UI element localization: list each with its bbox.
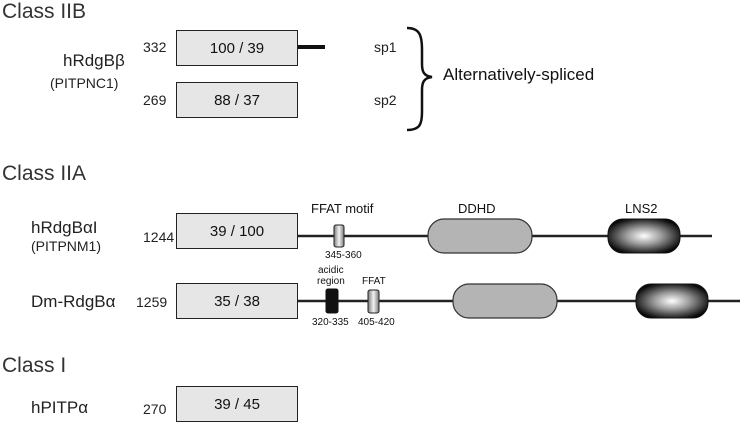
hrdgb-alpha-alias: (PITPNM1) — [31, 238, 101, 254]
class-iib-heading: Class IIB — [2, 0, 87, 23]
sp2-label: sp2 — [374, 92, 397, 108]
dm-rdgb-alpha-lns2-domain — [635, 283, 709, 319]
sp1-identity: 100 / 39 — [209, 39, 265, 57]
hrdgb-alpha-lns2-label: LNS2 — [625, 201, 658, 216]
hrdgb-beta-alias: (PITPNC1) — [50, 75, 119, 91]
dm-rdgb-alpha-identity: 35 / 38 — [214, 292, 260, 310]
sp1-label: sp1 — [374, 39, 397, 55]
class-iia-heading: Class IIA — [2, 162, 87, 185]
hpitp-alpha-identity: 39 / 45 — [214, 395, 260, 413]
hrdgb-alpha-ffat-label: FFAT motif — [311, 201, 374, 216]
dm-rdgb-alpha-acidic-range: 320-335 — [312, 317, 349, 328]
hrdgb-alpha-pitp-domain: 39 / 100 — [176, 213, 298, 249]
sp1-pitp-domain: 100 / 39 — [176, 30, 298, 66]
dm-rdgb-alpha-acidic-label-1: acidic — [318, 265, 344, 276]
dm-rdgb-alpha-ddhd-domain — [452, 283, 558, 319]
dm-rdgb-alpha-name: Dm-RdgBα — [31, 292, 116, 311]
hrdgb-alpha-identity: 39 / 100 — [209, 222, 265, 240]
hrdgb-alpha-ddhd-domain — [427, 218, 533, 254]
dm-rdgb-alpha-acidic-region — [325, 288, 339, 314]
hrdgb-alpha-name: hRdgBαI — [31, 218, 98, 237]
hrdgb-alpha-ddhd-label: DDHD — [458, 201, 496, 216]
class-i-heading: Class I — [2, 354, 67, 377]
hrdgb-alpha-lns2-domain — [607, 218, 681, 254]
dm-rdgb-alpha-acidic-label-2: region — [317, 276, 345, 287]
hrdgb-alpha-length: 1244 — [143, 229, 175, 245]
splice-note: Alternatively-spliced — [443, 65, 595, 84]
dm-rdgb-alpha-pitp-domain: 35 / 38 — [176, 283, 298, 319]
dm-rdgb-alpha-ffat-motif — [367, 289, 380, 314]
hrdgb-beta-name: hRdgBβ — [63, 51, 125, 70]
sp2-length: 269 — [143, 92, 167, 108]
hpitp-alpha-pitp-domain: 39 / 45 — [176, 386, 298, 422]
dm-rdgb-alpha-ffat-range: 405-420 — [358, 317, 395, 328]
hrdgb-alpha-ffat-range: 345-360 — [325, 250, 362, 261]
dm-rdgb-alpha-length: 1259 — [136, 294, 168, 310]
sp2-identity: 88 / 37 — [214, 91, 260, 109]
splice-brace — [406, 26, 433, 132]
hrdgb-alpha-ffat-motif — [333, 224, 345, 248]
sp1-length: 332 — [143, 39, 167, 55]
hpitp-alpha-name: hPITPα — [31, 398, 89, 417]
sp2-pitp-domain: 88 / 37 — [176, 82, 298, 118]
hpitp-alpha-length: 270 — [143, 401, 167, 417]
dm-rdgb-alpha-ffat-label: FFAT — [362, 276, 386, 287]
